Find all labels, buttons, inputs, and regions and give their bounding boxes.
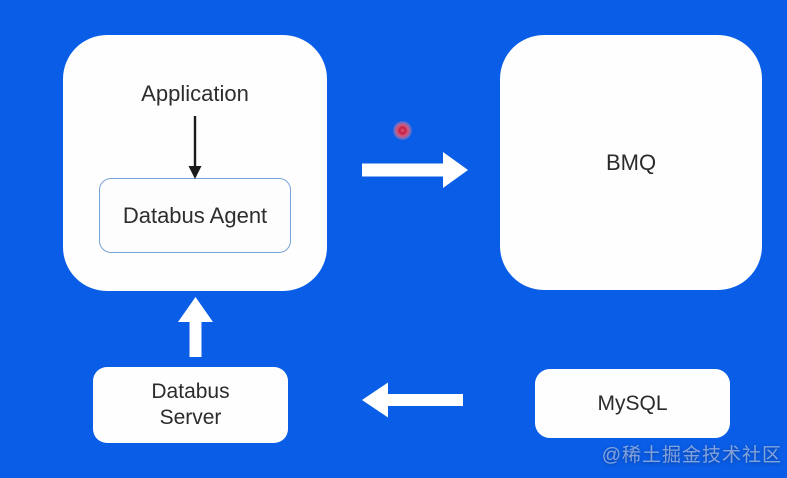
application-node: Application Databus Agent <box>63 35 327 291</box>
databus-server-label-line2: Server <box>159 406 222 429</box>
bmq-label: BMQ <box>605 149 657 175</box>
mysql-label: MySQL <box>597 391 668 415</box>
databus-agent-label: Databus Agent <box>122 202 268 228</box>
databus-agent-node: Databus Agent <box>99 178 291 253</box>
arrow-databus-server-to-application-icon <box>178 297 213 357</box>
arrow-mysql-to-databus-server-icon <box>362 382 463 418</box>
application-label: Application <box>141 81 249 106</box>
watermark: @稀土掘金技术社区 <box>601 445 782 466</box>
databus-server-label-line1: Databus <box>151 380 230 403</box>
bmq-node: BMQ <box>500 35 762 290</box>
laser-pointer-dot <box>393 121 412 140</box>
arrow-agent-to-bmq-icon <box>362 152 468 188</box>
databus-server-node: Databus Server <box>93 367 288 443</box>
mysql-node: MySQL <box>535 369 730 438</box>
